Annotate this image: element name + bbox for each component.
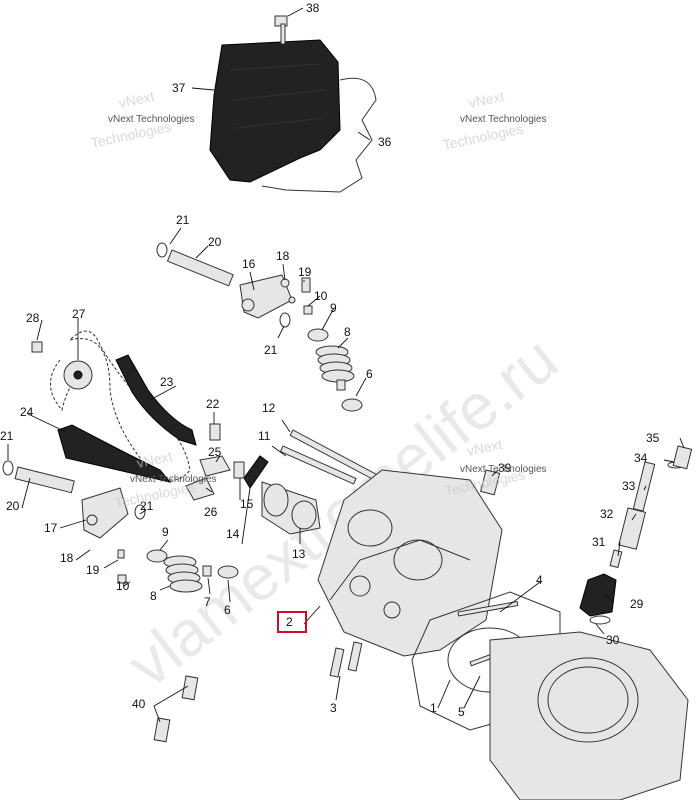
- callout-2-highlight: [277, 611, 307, 633]
- svg-text:vNext Technologies: vNext Technologies: [130, 474, 217, 485]
- callout-1: 1: [430, 701, 437, 715]
- chain-tensioner-guide: [57, 424, 172, 483]
- callout-39: 39: [498, 461, 512, 475]
- callout-21-low: 21: [140, 499, 154, 513]
- callout-19-top: 19: [298, 265, 312, 279]
- callout-31: 31: [592, 535, 606, 549]
- callout-labels: 38 37 36 21 20 16 18 19 10 9 8 21 6 28 2…: [0, 1, 660, 719]
- callout-27: 27: [72, 307, 86, 321]
- bolt-38: [274, 15, 288, 45]
- callout-11: 11: [258, 429, 271, 443]
- callout-20-top: 20: [208, 235, 222, 249]
- timing-chain: [50, 330, 191, 481]
- callout-40: 40: [132, 697, 146, 711]
- bolt-28: [31, 341, 43, 353]
- callout-37: 37: [172, 81, 186, 95]
- chain-tensioner: [579, 445, 693, 625]
- callout-28: 28: [26, 311, 40, 325]
- callout-38: 38: [306, 1, 320, 15]
- svg-text:Technologies: Technologies: [441, 120, 524, 153]
- callout-21-left: 21: [0, 429, 14, 443]
- part-15: [233, 461, 245, 479]
- callout-36: 36: [378, 135, 392, 149]
- part-25: [199, 455, 231, 477]
- callout-7: 7: [204, 595, 211, 609]
- callout-15: 15: [240, 497, 254, 511]
- callout-16: 16: [242, 257, 256, 271]
- bolt-11: [279, 445, 357, 485]
- callout-26: 26: [204, 505, 218, 519]
- dowel-40-a: [181, 675, 199, 701]
- svg-text:vNext: vNext: [135, 448, 173, 471]
- dowel-40-b: [153, 717, 171, 743]
- dowel-pin-b: [347, 641, 363, 672]
- callout-13: 13: [292, 547, 306, 561]
- callout-18-top: 18: [276, 249, 290, 263]
- lower-rocker-assembly: [2, 460, 239, 593]
- callout-20-left: 20: [6, 499, 20, 513]
- svg-text:vNext: vNext: [117, 88, 155, 111]
- valve-spring-lower: [163, 555, 203, 593]
- valve-cover-gasket: [261, 77, 377, 193]
- callout-32: 32: [600, 507, 614, 521]
- callout-21-mid: 21: [264, 343, 278, 357]
- svg-text:vNext: vNext: [465, 436, 503, 459]
- callout-8-top: 8: [344, 325, 351, 339]
- callout-8-low: 8: [150, 589, 157, 603]
- callout-24: 24: [20, 405, 34, 419]
- camshaft: [261, 481, 321, 535]
- callout-30: 30: [606, 633, 620, 647]
- svg-text:vNext: vNext: [467, 88, 505, 111]
- callout-33: 33: [622, 479, 636, 493]
- svg-text:vNext Technologies: vNext Technologies: [460, 464, 547, 475]
- callout-29: 29: [630, 597, 644, 611]
- callout-10-low: 10: [116, 579, 130, 593]
- callout-9-low: 9: [162, 525, 169, 539]
- cylinder-head: [317, 469, 503, 657]
- callout-35: 35: [646, 431, 660, 445]
- svg-text:vNext Technologies: vNext Technologies: [108, 114, 195, 125]
- callout-5: 5: [458, 705, 465, 719]
- valve-spring-upper: [315, 345, 355, 383]
- upper-rocker-assembly: [156, 242, 363, 412]
- callout-25: 25: [208, 445, 222, 459]
- callout-23: 23: [160, 375, 174, 389]
- svg-text:vNext Technologies: vNext Technologies: [460, 114, 547, 125]
- callout-6-top: 6: [366, 367, 373, 381]
- leader-lines: [7, 7, 685, 723]
- callout-18-low: 18: [60, 551, 74, 565]
- callout-10-top: 10: [314, 289, 328, 303]
- part-26: [185, 477, 215, 501]
- valve-4: [457, 601, 519, 617]
- valve-cover: [209, 39, 377, 193]
- callout-19-low: 19: [86, 563, 100, 577]
- callout-6-low: 6: [224, 603, 231, 617]
- callout-2: 2: [286, 615, 293, 629]
- callout-4: 4: [536, 573, 543, 587]
- callout-22: 22: [206, 397, 220, 411]
- cylinder: [489, 631, 689, 800]
- bolt-22: [209, 423, 221, 441]
- callout-17: 17: [44, 521, 58, 535]
- callout-12: 12: [262, 401, 276, 415]
- chain-guide: [115, 354, 197, 446]
- callout-3: 3: [330, 701, 337, 715]
- dowel-pin-a: [329, 647, 345, 678]
- callout-9-top: 9: [330, 301, 337, 315]
- callout-21-top: 21: [176, 213, 190, 227]
- part-14: [243, 455, 269, 489]
- plug-39: [480, 469, 501, 496]
- callout-34: 34: [634, 451, 648, 465]
- callout-14: 14: [226, 527, 240, 541]
